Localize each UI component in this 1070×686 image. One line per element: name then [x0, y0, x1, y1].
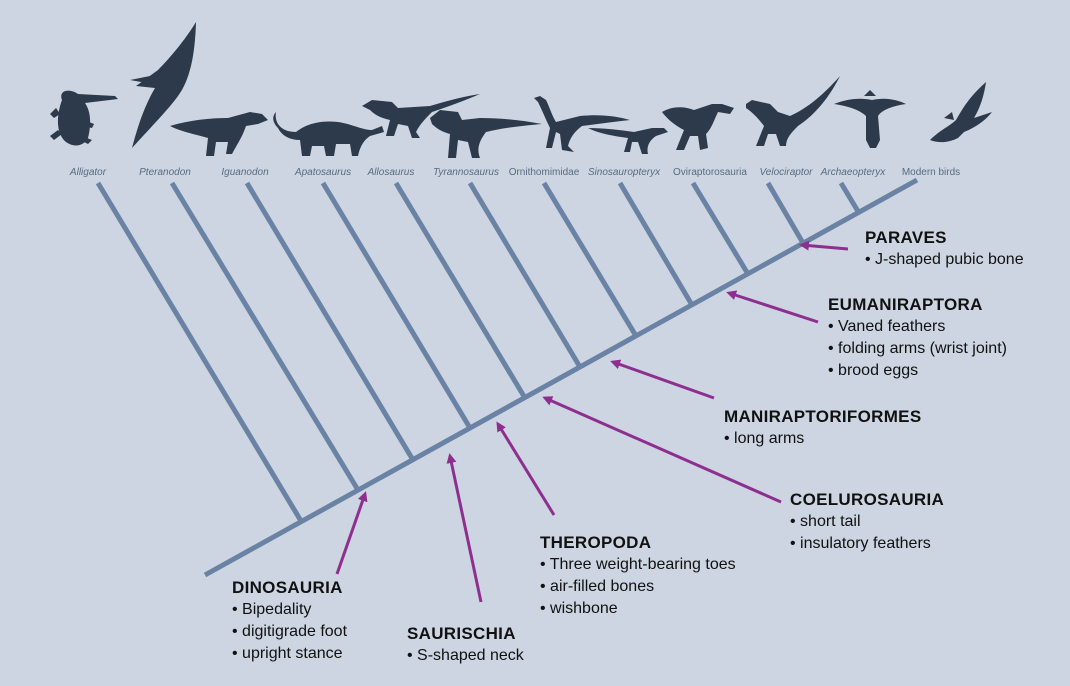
clade-trait: • J-shaped pubic bone: [865, 251, 1024, 268]
clade-title: SAURISCHIA: [407, 624, 516, 643]
taxon-label: Iguanodon: [221, 167, 269, 178]
tree-branch: [95, 181, 304, 523]
clade-title: COELUROSAURIA: [790, 490, 945, 509]
tree-branch: [320, 181, 473, 430]
clade-eumaniraptora: EUMANIRAPTORA • Vaned feathers • folding…: [828, 294, 1007, 382]
iguanodon-icon: [170, 112, 268, 156]
tree-branch: [690, 181, 751, 276]
taxon-label: Tyrannosaurus: [433, 167, 499, 178]
clade-trait: • insulatory feathers: [790, 535, 931, 552]
tree-branch: [617, 181, 695, 307]
taxon-label: Archaeopteryx: [820, 167, 886, 178]
clade-title: EUMANIRAPTORA: [828, 295, 983, 314]
clade-trait: • air-filled bones: [540, 578, 655, 595]
clade-arrow: [610, 359, 715, 400]
tree-branch: [765, 181, 806, 245]
clade-paraves: PARAVES • J-shaped pubic bone: [865, 227, 1024, 271]
clade-arrow: [496, 421, 556, 516]
tree-spine: [203, 177, 919, 578]
tree-branch: [838, 181, 862, 215]
clade-trait: • digitigrade foot: [232, 623, 348, 640]
taxon-label: Pteranodon: [139, 167, 191, 178]
clade-title: THEROPODA: [540, 533, 652, 552]
allosaurus-icon: [362, 94, 480, 138]
clade-title: DINOSAURIA: [232, 578, 343, 597]
clade-title: PARAVES: [865, 228, 947, 247]
taxon-label: Allosaurus: [367, 167, 415, 178]
clade-trait: • short tail: [790, 513, 861, 530]
clade-trait: • S-shaped neck: [407, 647, 524, 664]
sinosauropteryx-icon: [588, 128, 668, 154]
clade-arrow: [542, 396, 782, 504]
clade-arrow: [726, 290, 819, 324]
tyrannosaurus-icon: [430, 110, 542, 158]
taxon-label: Modern birds: [902, 167, 960, 178]
pteranodon-icon: [130, 22, 196, 148]
taxon-label: Sinosauropteryx: [588, 167, 661, 178]
clade-trait: • Bipedality: [232, 601, 312, 618]
tree-branch: [169, 181, 361, 492]
taxon-label: Oviraptorosauria: [673, 167, 747, 178]
tree-branch: [467, 181, 583, 369]
clade-saurischia: SAURISCHIA • S-shaped neck: [407, 623, 524, 667]
clade-trait: • Vaned feathers: [828, 318, 946, 335]
tree-branch: [393, 181, 528, 400]
clade-trait: • Three weight-bearing toes: [540, 556, 736, 573]
clade-arrow: [799, 240, 849, 251]
clade-dinosauria: DINOSAURIA • Bipedality • digitigrade fo…: [232, 577, 347, 665]
tree-branch: [244, 181, 416, 462]
clade-maniraptoriformes: MANIRAPTORIFORMES • long arms: [724, 406, 921, 450]
clade-trait: • wishbone: [540, 600, 618, 617]
clade-trait: • long arms: [724, 430, 805, 447]
clade-title: MANIRAPTORIFORMES: [724, 407, 922, 426]
taxon-label: Apatosaurus: [294, 167, 351, 178]
oviraptor-icon: [662, 104, 734, 150]
clade-arrow: [335, 491, 368, 575]
velociraptor-icon: [746, 76, 840, 146]
clade-theropoda: THEROPODA • Three weight-bearing toes • …: [540, 532, 736, 620]
taxon-label: Alligator: [69, 167, 107, 178]
taxon-label: Ornithomimidae: [509, 167, 580, 178]
alligator-icon: [50, 90, 118, 146]
bird-icon: [930, 82, 992, 143]
taxon-label: Velociraptor: [760, 167, 814, 178]
clade-arrow: [446, 453, 483, 603]
tree-branch: [541, 181, 639, 338]
clade-coelurosauria: COELUROSAURIA • short tail • insulatory …: [790, 489, 944, 555]
clade-trait: • upright stance: [232, 645, 343, 662]
apatosaurus-icon: [273, 112, 384, 156]
ornithomimid-icon: [534, 96, 630, 152]
clade-trait: • folding arms (wrist joint): [828, 340, 1007, 357]
archaeopteryx-icon: [834, 90, 906, 148]
clade-trait: • brood eggs: [828, 362, 919, 379]
